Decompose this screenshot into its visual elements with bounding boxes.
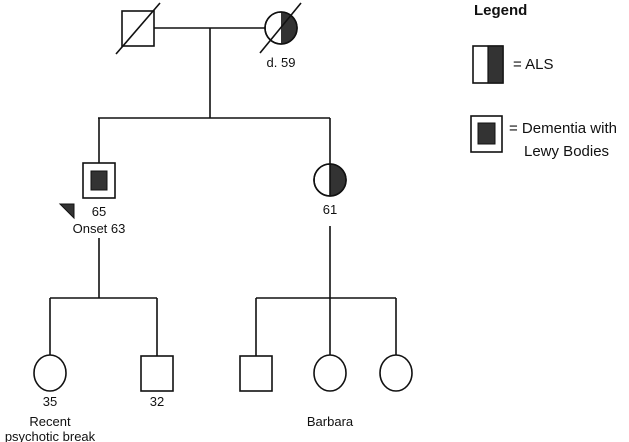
- legend-dlb-label-line2: Lewy Bodies: [524, 143, 609, 160]
- grandchild1-note-line1: Recent: [29, 414, 71, 429]
- grandchild5: [379, 354, 413, 392]
- grandfather: [115, 2, 161, 55]
- legend-item-als: = ALS: [472, 45, 553, 84]
- dlb-inner-fill: [90, 170, 108, 191]
- male-square: [82, 162, 116, 199]
- grandchild2-age-label: 32: [150, 394, 164, 409]
- female-circle-outline: [264, 11, 298, 45]
- male-square: [239, 355, 273, 392]
- grandchild1: 35 Recent psychotic break: [5, 354, 96, 442]
- grandmother-label: d. 59: [267, 55, 296, 70]
- grandchild3: [239, 355, 273, 392]
- proband-arrow-icon: [58, 203, 75, 220]
- female-circle: [33, 354, 67, 392]
- grandmother: d. 59: [259, 2, 302, 70]
- grandchild2: 32: [140, 355, 174, 409]
- deceased-slash: [259, 2, 302, 54]
- daughter: 61: [313, 163, 347, 217]
- grandchild4-barbara: Barbara: [307, 354, 354, 429]
- legend-als-label: = ALS: [513, 56, 553, 73]
- barbara-name-label: Barbara: [307, 414, 354, 429]
- als-half-fill: [330, 164, 346, 196]
- legend-dlb-label-line1: = Dementia with: [509, 120, 617, 137]
- male-square: [140, 355, 174, 392]
- son-proband: 65 Onset 63: [58, 162, 126, 236]
- legend-item-dlb: = Dementia with Lewy Bodies: [470, 115, 617, 160]
- grandchild1-age-label: 35: [43, 394, 57, 409]
- female-circle: [313, 354, 347, 392]
- grandchild1-note-line2: psychotic break: [5, 429, 96, 442]
- dlb-symbol-fill: [477, 122, 496, 145]
- female-circle: [379, 354, 413, 392]
- legend: Legend = ALS = Dementia with Lewy Bodies: [470, 2, 617, 160]
- pedigree-lines: [49, 27, 397, 356]
- son-age-label: 65: [92, 204, 106, 219]
- als-half-fill: [281, 12, 297, 44]
- als-symbol-fill: [487, 45, 504, 84]
- daughter-age-label: 61: [323, 202, 337, 217]
- son-onset-label: Onset 63: [73, 221, 126, 236]
- legend-title: Legend: [474, 2, 527, 19]
- deceased-slash: [115, 2, 161, 55]
